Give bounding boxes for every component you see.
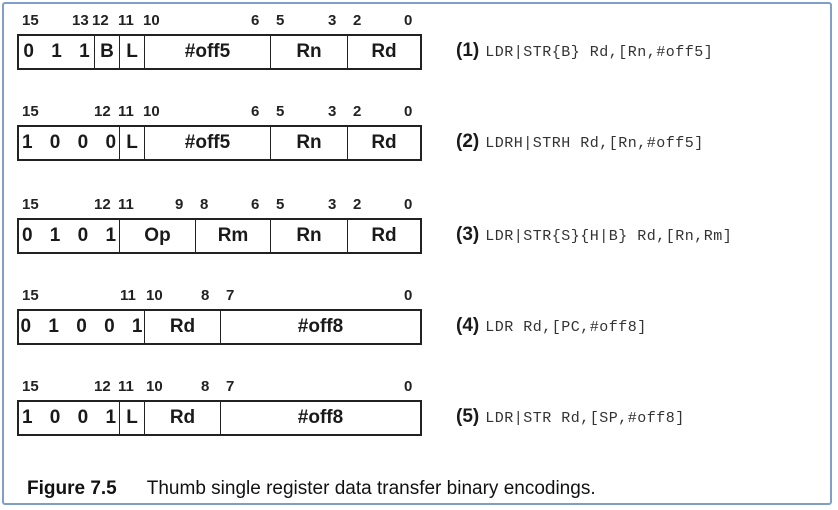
encoding-syntax: LDR|STR Rd,[SP,#off8]	[485, 410, 685, 427]
figure-caption: Figure 7.5 Thumb single register data tra…	[27, 478, 596, 500]
bit-label: 10	[143, 12, 160, 29]
encoding-row-5: 15 12 11 10 8 7 0 1 0 0 1 L Rd #off8 (5)…	[0, 378, 838, 468]
encoding-number: (5)	[456, 406, 480, 427]
figure-caption-text: Thumb single register data transfer bina…	[146, 478, 596, 499]
bit-positions: 15 11 10 8 7 0	[0, 287, 430, 305]
bit-label: 10	[146, 378, 163, 395]
bit-label: 15	[22, 12, 39, 29]
bit-label: 11	[120, 287, 136, 304]
encoding-label: (3) LDR|STR{S}{H|B} Rd,[Rn,Rm]	[456, 224, 732, 246]
bit-label: 11	[118, 12, 134, 29]
opcode-field: 0 1 0 1	[19, 220, 120, 252]
encoding-syntax: LDRH|STRH Rd,[Rn,#off5]	[485, 135, 704, 152]
opcode-field: 0 1 1	[19, 36, 95, 68]
bit-label: 5	[276, 103, 285, 120]
bit-label: 7	[226, 287, 235, 304]
encoding-label: (5) LDR|STR Rd,[SP,#off8]	[456, 406, 685, 428]
encoding-row-2: 15 12 11 10 6 5 3 2 0 1 0 0 0 L #off5 Rn…	[0, 103, 838, 193]
encoding-syntax: LDR|STR{B} Rd,[Rn,#off5]	[485, 44, 714, 61]
bit-label: 0	[404, 12, 413, 29]
bit-label: 6	[251, 103, 260, 120]
rn-field: Rn	[271, 36, 348, 68]
bit-label: 11	[118, 103, 134, 120]
rn-field: Rn	[271, 127, 348, 159]
encoding-fields: 0 1 0 0 1 Rd #off8	[17, 309, 422, 345]
offset-field: #off5	[145, 127, 271, 159]
bit-label: 0	[404, 287, 413, 304]
figure-number: Figure 7.5	[27, 478, 117, 499]
encoding-fields: 1 0 0 0 L #off5 Rn Rd	[17, 125, 422, 161]
bit-label: 10	[143, 103, 160, 120]
offset-field: #off8	[297, 316, 344, 337]
rd-field: Rd	[371, 41, 397, 62]
encoding-number: (4)	[456, 315, 480, 336]
bit-label: 6	[251, 12, 260, 29]
encoding-fields: 0 1 1 B L #off5 Rn Rd	[17, 34, 422, 70]
bit-label: 3	[328, 12, 337, 29]
bit-label: 8	[200, 196, 209, 213]
bit-label: 8	[201, 287, 210, 304]
bit-label: 6	[251, 196, 260, 213]
l-flag-field: L	[120, 127, 145, 159]
bit-label: 0	[404, 378, 413, 395]
encoding-fields: 0 1 0 1 Op Rm Rn Rd	[17, 218, 422, 254]
l-flag-field: L	[120, 402, 145, 434]
rd-field: Rd	[371, 225, 397, 246]
bit-positions: 15 12 11 10 6 5 3 2 0	[0, 103, 430, 121]
encoding-syntax: LDR|STR{S}{H|B} Rd,[Rn,Rm]	[485, 228, 733, 245]
bit-label: 15	[22, 378, 39, 395]
encoding-number: (3)	[456, 224, 480, 245]
encoding-label: (1) LDR|STR{B} Rd,[Rn,#off5]	[456, 40, 713, 62]
bit-label: 15	[22, 287, 39, 304]
opcode-field: 1 0 0 0	[19, 127, 120, 159]
bit-label: 15	[22, 196, 39, 213]
bit-label: 0	[404, 103, 413, 120]
figure-frame	[2, 2, 832, 505]
bit-label: 3	[328, 103, 337, 120]
bit-label: 12	[94, 103, 111, 120]
bit-label: 12	[92, 12, 109, 29]
rm-field: Rm	[196, 220, 271, 252]
encoding-number: (1)	[456, 40, 480, 61]
offset-field: #off5	[145, 36, 271, 68]
op-field: Op	[120, 220, 196, 252]
rn-field: Rn	[271, 220, 348, 252]
rd-field: Rd	[145, 311, 221, 343]
bit-label: 11	[118, 196, 134, 213]
bit-positions: 15 13 12 11 10 6 5 3 2 0	[0, 12, 430, 30]
bit-label: 12	[94, 378, 111, 395]
encoding-fields: 1 0 0 1 L Rd #off8	[17, 400, 422, 436]
encoding-label: (2) LDRH|STRH Rd,[Rn,#off5]	[456, 131, 704, 153]
bit-label: 2	[353, 196, 362, 213]
bit-label: 2	[353, 103, 362, 120]
encoding-row-4: 15 11 10 8 7 0 0 1 0 0 1 Rd #off8 (4) LD…	[0, 287, 838, 377]
bit-label: 0	[404, 196, 413, 213]
bit-label: 3	[328, 196, 337, 213]
bit-label: 5	[276, 196, 285, 213]
bit-label: 7	[226, 378, 235, 395]
offset-field: #off8	[297, 407, 344, 428]
bit-label: 11	[118, 378, 134, 395]
opcode-field: 1 0 0 1	[19, 402, 120, 434]
bit-label: 9	[175, 196, 184, 213]
opcode-field: 0 1 0 0 1	[19, 311, 145, 343]
encoding-number: (2)	[456, 131, 480, 152]
bit-label: 5	[276, 12, 285, 29]
bit-positions: 15 12 11 9 8 6 5 3 2 0	[0, 196, 430, 214]
bit-label: 13	[72, 12, 89, 29]
rd-field: Rd	[145, 402, 221, 434]
bit-label: 2	[353, 12, 362, 29]
encoding-row-1: 15 13 12 11 10 6 5 3 2 0 0 1 1 B L #off5…	[0, 12, 838, 102]
rd-field: Rd	[371, 132, 397, 153]
encoding-row-3: 15 12 11 9 8 6 5 3 2 0 0 1 0 1 Op Rm Rn …	[0, 196, 838, 286]
bit-positions: 15 12 11 10 8 7 0	[0, 378, 430, 396]
encoding-label: (4) LDR Rd,[PC,#off8]	[456, 315, 647, 337]
b-flag-field: B	[95, 36, 120, 68]
bit-label: 12	[94, 196, 111, 213]
bit-label: 10	[146, 287, 163, 304]
encoding-syntax: LDR Rd,[PC,#off8]	[485, 319, 647, 336]
bit-label: 15	[22, 103, 39, 120]
bit-label: 8	[201, 378, 210, 395]
l-flag-field: L	[120, 36, 145, 68]
